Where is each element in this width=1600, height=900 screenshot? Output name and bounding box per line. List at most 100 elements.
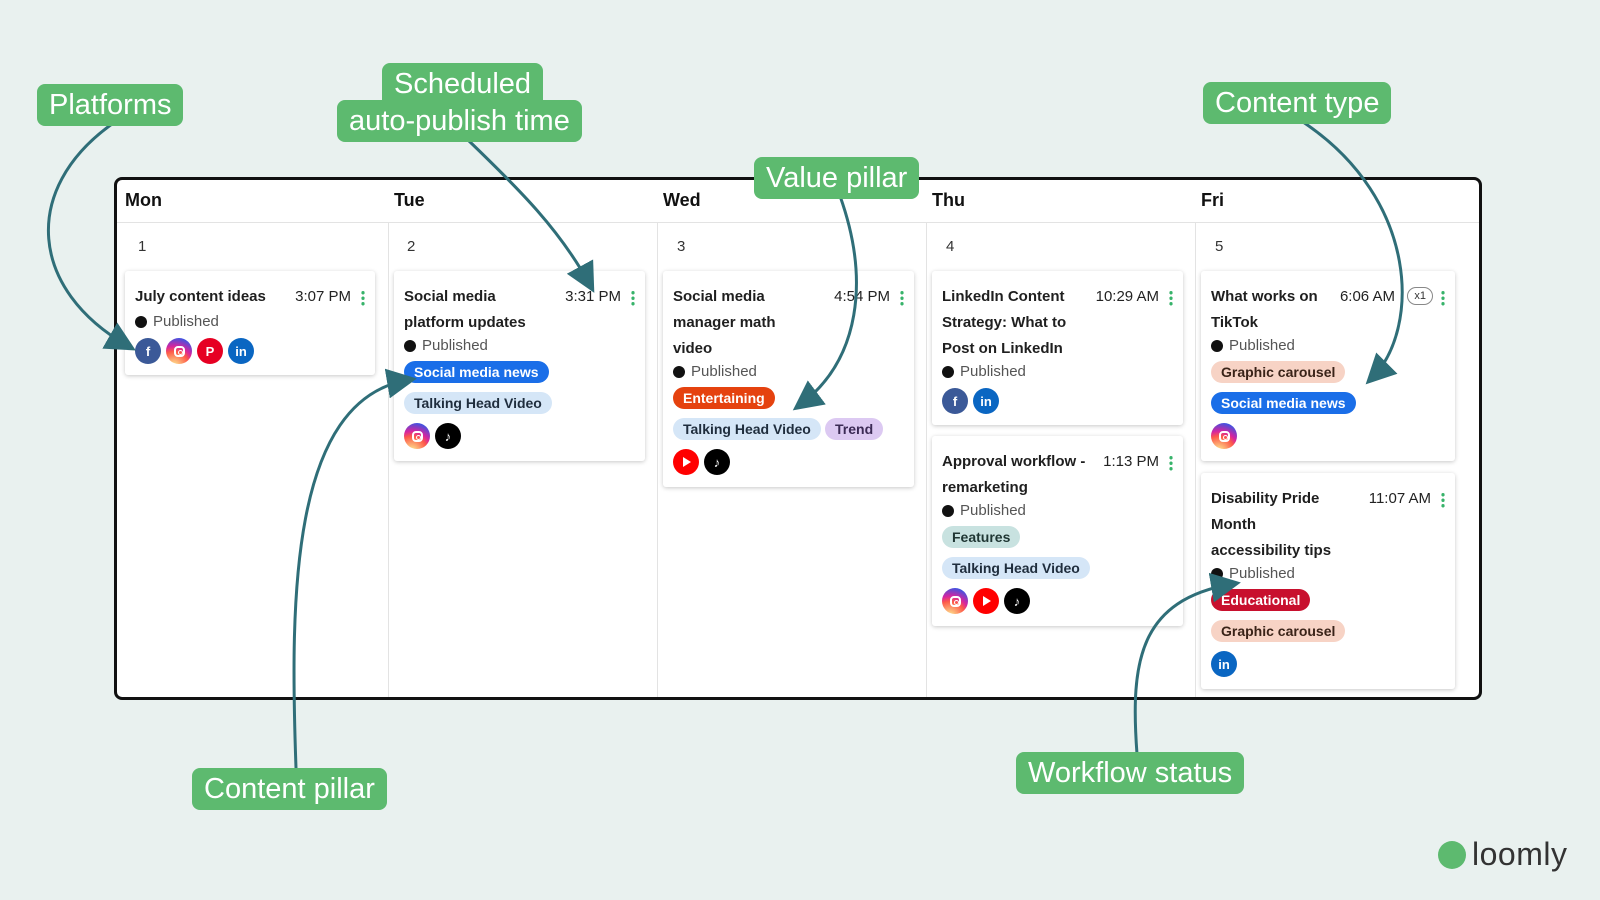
linkedin-icon: in: [228, 338, 254, 364]
status-label: Published: [422, 337, 488, 354]
platform-icons: ♪: [404, 423, 461, 449]
date-number[interactable]: 5: [1215, 238, 1224, 255]
column-divider: [1195, 222, 1196, 697]
post-title-line: remarketing: [942, 479, 1028, 496]
date-number[interactable]: 3: [677, 238, 686, 255]
content-type-tag[interactable]: Talking Head Video: [942, 557, 1090, 579]
more-options-icon[interactable]: [631, 290, 635, 306]
logo-text: loomly: [1472, 836, 1568, 872]
content-pillar-tag[interactable]: Social media news: [1211, 392, 1356, 414]
callout-value-pillar: Value pillar: [754, 157, 920, 199]
workflow-status: Published: [1211, 337, 1295, 354]
post-card[interactable]: LinkedIn Content Strategy: What to Post …: [932, 271, 1183, 425]
platform-icons: ♪: [942, 588, 1030, 614]
post-title-line: video: [673, 340, 713, 357]
youtube-icon: [673, 449, 699, 475]
more-options-icon[interactable]: [361, 290, 365, 306]
youtube-icon: [973, 588, 999, 614]
content-pillar-tag[interactable]: Features: [942, 526, 1021, 548]
post-title-line: Social media: [673, 288, 765, 305]
value-pillar-tag[interactable]: Entertaining: [673, 387, 775, 409]
status-dot-icon: [942, 365, 954, 378]
post-time: 3:07 PM: [295, 288, 351, 305]
day-name-mon: Mon: [125, 190, 162, 210]
scheduled-time-arrow: [466, 138, 595, 293]
loomly-mark-icon: [1438, 840, 1466, 869]
platform-icons: f P in: [135, 338, 254, 364]
post-card[interactable]: July content ideas 3:07 PM Published f P…: [125, 271, 375, 375]
day-name-wed: Wed: [663, 190, 701, 210]
linkedin-icon: in: [973, 388, 999, 414]
instagram-icon: [1211, 423, 1237, 449]
more-options-icon[interactable]: [900, 290, 904, 306]
more-options-icon[interactable]: [1169, 290, 1173, 306]
post-card[interactable]: Approval workflow - remarketing 1:13 PM …: [932, 436, 1183, 626]
content-pillar-arrow: [292, 368, 417, 769]
post-title: July content ideas: [135, 288, 266, 305]
column-divider: [657, 222, 658, 697]
column-divider: [926, 222, 927, 697]
post-title-line: What works on: [1211, 288, 1318, 305]
more-options-icon[interactable]: [1169, 455, 1173, 471]
more-options-icon[interactable]: [1441, 492, 1445, 508]
post-title-line: Month: [1211, 516, 1256, 533]
calendar-header: Mon Tue Wed Thu Fri: [117, 180, 1479, 223]
content-pillar-tag[interactable]: Social media news: [404, 361, 549, 383]
facebook-icon: f: [942, 388, 968, 414]
post-time: 10:29 AM: [1095, 288, 1159, 305]
pinterest-icon: P: [197, 338, 223, 364]
trend-tag[interactable]: Trend: [825, 418, 884, 440]
linkedin-icon: in: [1211, 651, 1237, 677]
loomly-logo: loomly: [1438, 836, 1567, 873]
instagram-icon: [166, 338, 192, 364]
post-title-line: Social media: [404, 288, 496, 305]
date-number[interactable]: 4: [946, 238, 955, 255]
tiktok-icon: ♪: [704, 449, 730, 475]
date-number[interactable]: 1: [138, 238, 147, 255]
content-type-tag[interactable]: Talking Head Video: [404, 392, 552, 414]
callout-scheduled-line1: Scheduled: [382, 63, 544, 103]
callout-platforms: Platforms: [37, 84, 184, 126]
more-options-icon[interactable]: [1441, 290, 1445, 306]
post-title-line: Approval workflow -: [942, 453, 1086, 470]
date-number[interactable]: 2: [407, 238, 416, 255]
status-dot-icon: [135, 315, 147, 328]
workflow-status: Published: [942, 502, 1026, 519]
post-time: 6:06 AM: [1339, 288, 1395, 305]
platforms-arrow: [46, 122, 136, 351]
status-label: Published: [691, 363, 757, 380]
content-type-tag[interactable]: Graphic carousel: [1211, 620, 1346, 642]
repeat-count-badge[interactable]: x1: [1407, 287, 1433, 305]
platform-icons: f in: [942, 388, 999, 414]
day-name-fri: Fri: [1201, 190, 1225, 210]
column-divider: [388, 222, 389, 697]
workflow-status: Published: [942, 363, 1026, 380]
status-label: Published: [1229, 337, 1295, 354]
post-card[interactable]: What works on TikTok 6:06 AM x1 Publishe…: [1201, 271, 1455, 461]
post-title-line: Strategy: What to: [942, 314, 1067, 331]
workflow-status: Published: [404, 337, 488, 354]
content-type-tag[interactable]: Talking Head Video: [673, 418, 821, 440]
content-type-arrow: [1302, 120, 1404, 385]
workflow-status: Published: [135, 313, 219, 330]
callout-workflow-status: Workflow status: [1016, 752, 1245, 794]
value-pillar-arrow: [792, 195, 858, 411]
status-label: Published: [1229, 565, 1295, 582]
day-name-tue: Tue: [394, 190, 425, 210]
post-time: 11:07 AM: [1368, 490, 1431, 507]
instagram-icon: [942, 588, 968, 614]
status-label: Published: [960, 502, 1026, 519]
post-title-line: Disability Pride: [1211, 490, 1320, 507]
platform-icons: ♪: [673, 449, 730, 475]
post-card[interactable]: Social media platform updates 3:31 PM Pu…: [394, 271, 645, 461]
status-label: Published: [960, 363, 1026, 380]
workflow-status-arrow: [1133, 572, 1241, 755]
calendar-grid: Mon Tue Wed Thu Fri 1 2 3 4 5 July conte…: [114, 177, 1482, 700]
callout-scheduled-line2: auto-publish time: [337, 100, 582, 142]
status-label: Published: [153, 313, 219, 330]
post-card[interactable]: Disability Pride Month accessibility tip…: [1201, 473, 1455, 689]
content-type-tag[interactable]: Graphic carousel: [1211, 361, 1346, 383]
status-dot-icon: [404, 339, 416, 352]
post-card[interactable]: Social media manager math video 4:54 PM …: [663, 271, 914, 487]
workflow-status: Published: [673, 363, 757, 380]
